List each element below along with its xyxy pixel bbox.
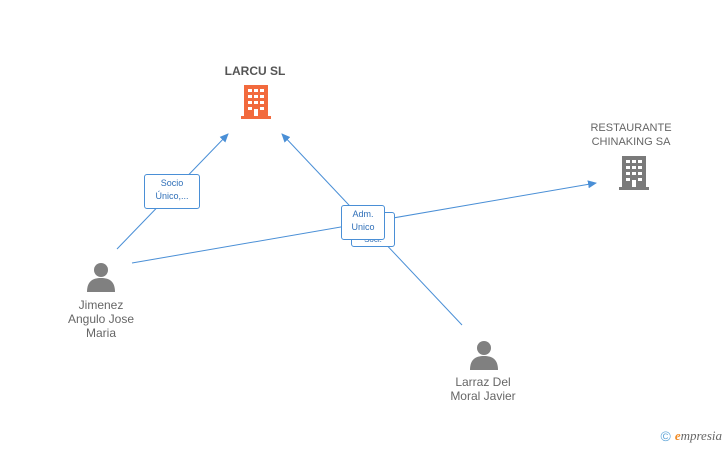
footer-brand: © empresia bbox=[660, 428, 722, 444]
edge-label-adm-front[interactable]: Adm. Unico bbox=[341, 205, 385, 240]
node-label-restaurante[interactable]: RESTAURANTE CHINAKING SA bbox=[590, 122, 672, 148]
building-icon-larcu[interactable] bbox=[240, 85, 272, 119]
person-icon-jimenez[interactable] bbox=[86, 262, 116, 292]
node-label-larcu[interactable]: LARCU SL bbox=[224, 64, 286, 78]
brand-rest: mpresia bbox=[680, 428, 722, 443]
building-icon-restaurante[interactable] bbox=[618, 156, 650, 190]
brand-logo[interactable]: empresia bbox=[675, 428, 722, 444]
node-label-jimenez[interactable]: Jimenez Angulo Jose Maria bbox=[67, 298, 135, 340]
copyright-symbol: © bbox=[660, 428, 671, 444]
person-icon-larraz[interactable] bbox=[469, 340, 499, 370]
edge-label-socio[interactable]: Socio Único,... bbox=[144, 174, 200, 209]
node-label-larraz[interactable]: Larraz Del Moral Javier bbox=[450, 375, 516, 403]
brand-initial: e bbox=[674, 428, 681, 443]
